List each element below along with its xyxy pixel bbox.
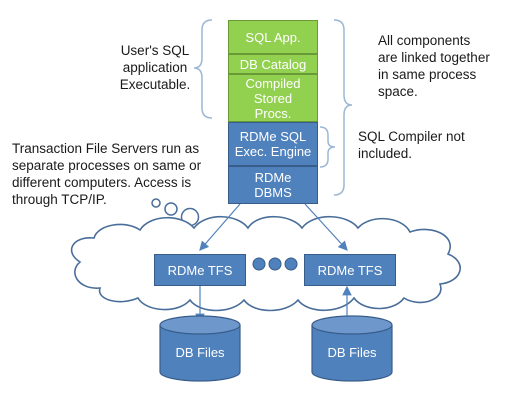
exec-engine-box: RDMe SQL Exec. Engine [228, 122, 318, 166]
small-bracket [319, 126, 336, 168]
dbms-label: RDMe DBMS [254, 170, 292, 200]
components-linked-note: All components are linked together in sa… [378, 33, 490, 99]
ellipsis-dot-1 [252, 257, 266, 271]
left-bracket [193, 19, 213, 119]
network-cloud [70, 216, 461, 312]
thought-bubble-medium [164, 202, 178, 216]
sql-app-box: SQL App. [228, 20, 318, 54]
compiled-procs-label: Compiled Stored Procs. [245, 75, 301, 121]
thought-bubble-small [151, 198, 161, 208]
dbms-box: RDMe DBMS [228, 166, 318, 204]
users-app-note: User's SQL application Executable. [119, 43, 191, 92]
arrow-dbms-to-right-tfs [304, 203, 348, 251]
exec-engine-label: RDMe SQL Exec. Engine [234, 129, 312, 159]
db-files-cylinder-left [159, 315, 241, 382]
db-files-left-label: DB Files [175, 344, 225, 360]
sql-app-label: SQL App. [245, 29, 301, 45]
ellipsis-dot-3 [284, 257, 298, 271]
db-files-cylinder-right [311, 315, 393, 382]
rdme-tfs-right-label: RDMe TFS [317, 262, 383, 278]
compiler-not-included-note: SQL Compiler not included. [358, 129, 465, 161]
rdme-tfs-left-label: RDMe TFS [167, 262, 233, 278]
db-files-right-label: DB Files [327, 344, 377, 360]
tfs-description-note: Transaction File Servers run as separate… [12, 141, 202, 207]
rdme-tfs-right: RDMe TFS [304, 254, 396, 286]
db-catalog-label: DB Catalog [239, 56, 307, 72]
ellipsis-dot-2 [268, 257, 282, 271]
right-bracket [333, 19, 353, 196]
arrow-dbms-to-left-tfs [199, 203, 241, 251]
rdme-tfs-left: RDMe TFS [154, 254, 246, 286]
compiled-procs-box: Compiled Stored Procs. [228, 74, 318, 122]
db-catalog-box: DB Catalog [228, 54, 318, 74]
